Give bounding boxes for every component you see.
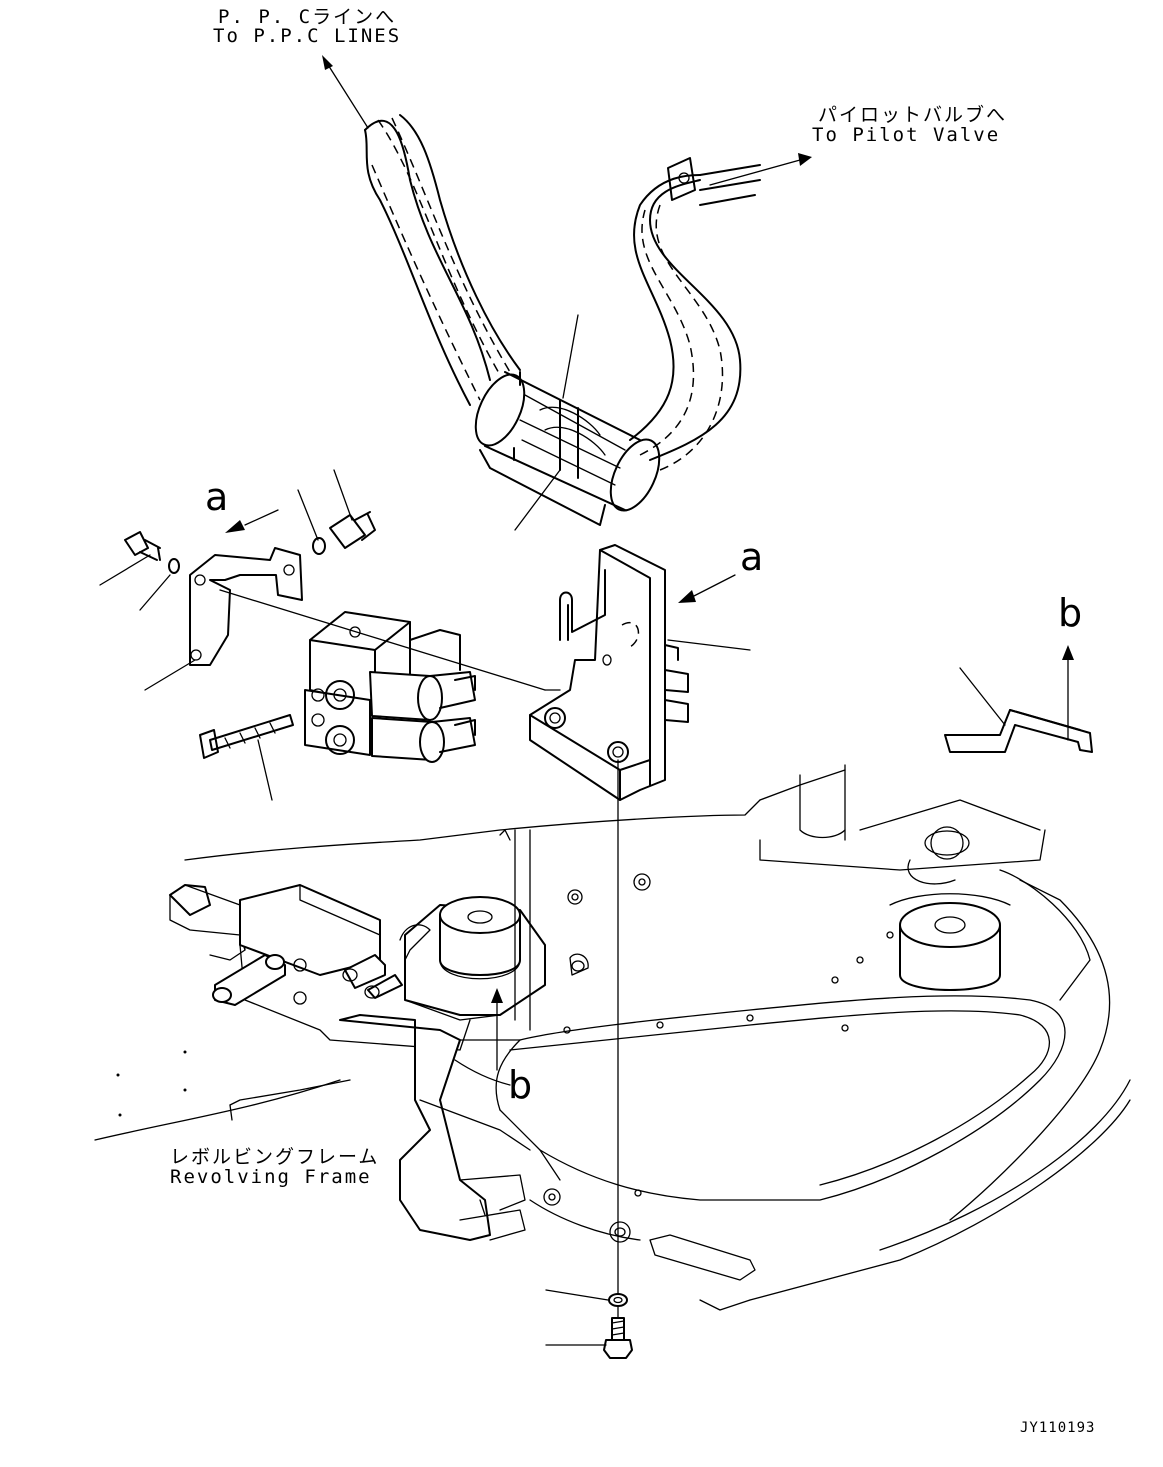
arrow-b-frame: [491, 988, 503, 1071]
l-bracket: [529, 544, 751, 1331]
frame-label-en: Revolving Frame: [170, 1166, 372, 1188]
ppc-label-en: To P.P.C LINES: [213, 25, 402, 47]
arrow-a-right: [678, 574, 736, 603]
pilot-label-jp: パイロットバルブへ: [818, 104, 1008, 126]
callout-a-left: a: [205, 475, 229, 519]
bottom-washer: [545, 1289, 628, 1307]
pilot-label-en: To Pilot Valve: [812, 124, 1001, 146]
solenoid-valve: [199, 589, 546, 801]
arrow-a-left: [225, 509, 279, 533]
drawing-id: JY110193: [1020, 1420, 1096, 1436]
frame-label-jp: レボルビングフレーム: [170, 1146, 380, 1168]
bolt-left: [124, 531, 180, 574]
plate-bracket: [99, 547, 303, 691]
callout-a-right: a: [740, 535, 764, 579]
bolt-right: [297, 469, 376, 555]
revolving-frame: [94, 764, 1131, 1311]
hose-clip: [944, 645, 1093, 753]
ppc-label-jp: P. P. Cラインへ: [218, 6, 397, 28]
callout-b-frame: b: [508, 1063, 533, 1107]
callout-b-right: b: [1058, 591, 1083, 635]
bottom-bolt: [545, 1317, 633, 1359]
hose-bundle: [322, 55, 812, 531]
